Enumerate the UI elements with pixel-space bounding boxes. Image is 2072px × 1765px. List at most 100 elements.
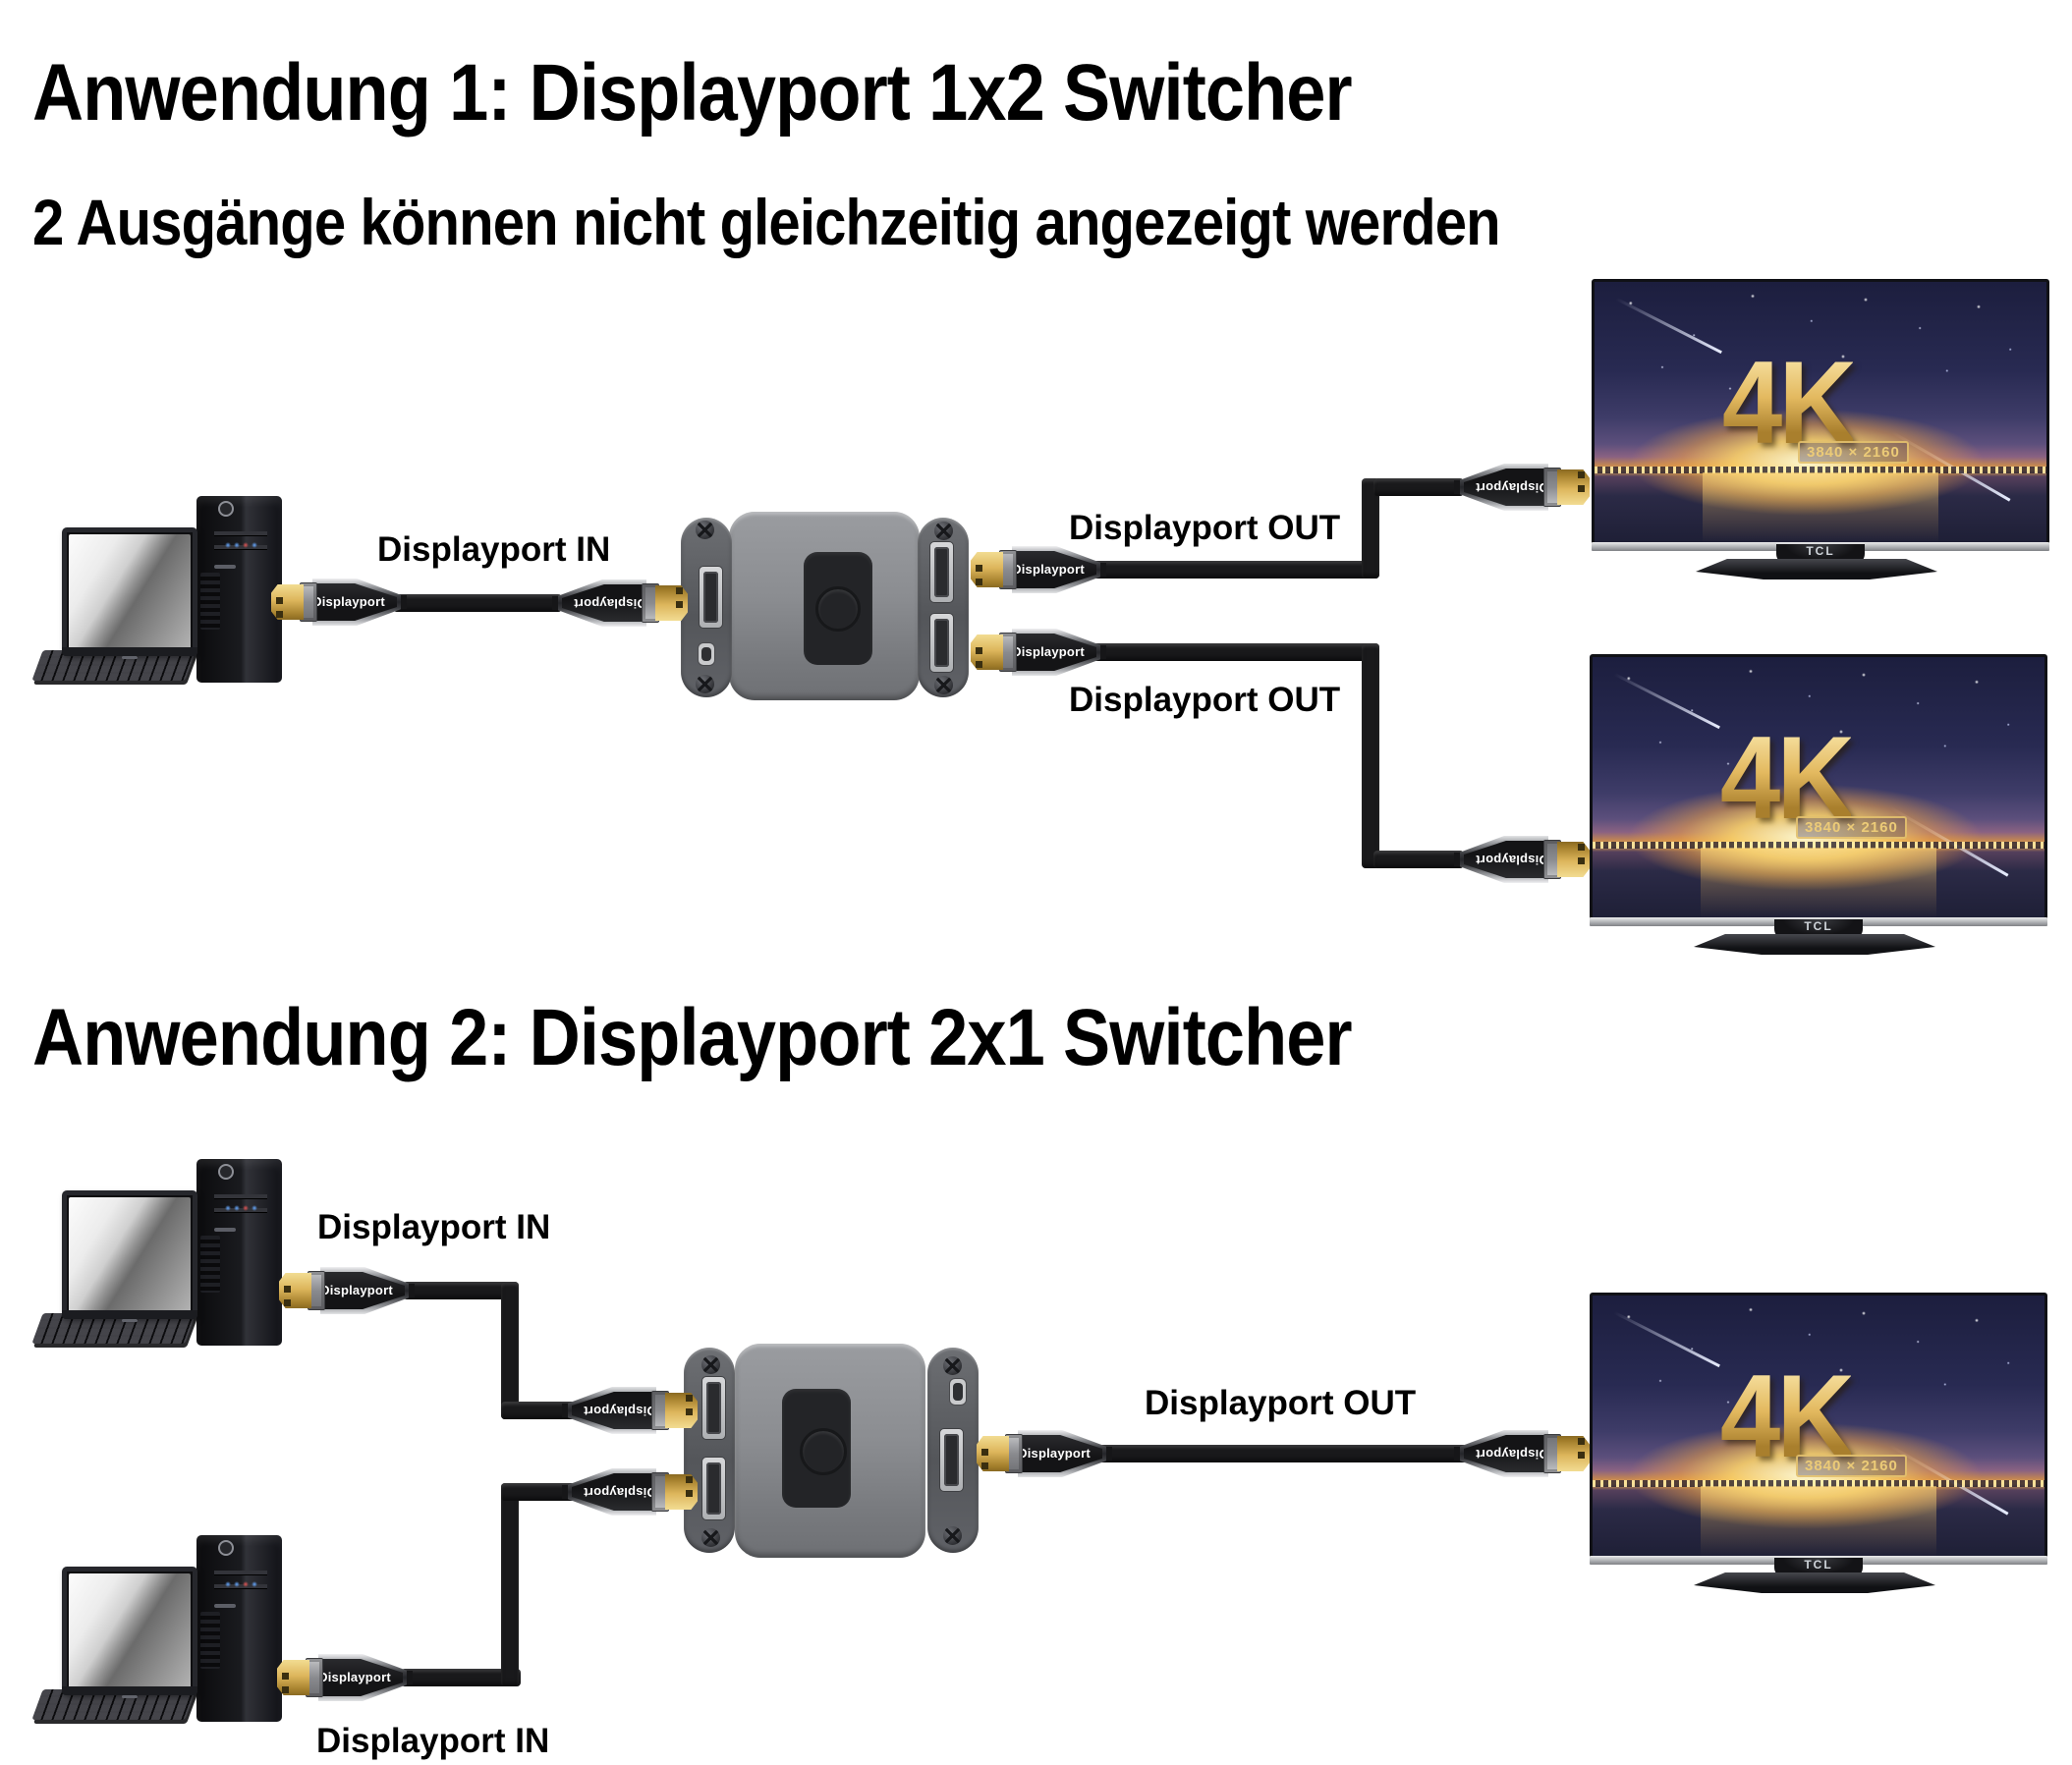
tower-led-lights <box>224 1204 259 1212</box>
displayport-connector: Displayport <box>552 579 688 627</box>
label-displayport-out-bottom: Displayport OUT <box>1069 681 1341 719</box>
cable-segment <box>1373 851 1464 868</box>
tower-drive-bay <box>214 1194 267 1199</box>
displayport-connector: Displayport <box>279 1267 415 1314</box>
cable-segment <box>393 594 562 612</box>
tower-logo <box>214 565 236 569</box>
label-displayport-out-top: Displayport OUT <box>1069 509 1341 547</box>
displayport-connector-label: Displayport <box>312 594 385 609</box>
gold-plug <box>971 552 1003 587</box>
displayport-connector-label: Displayport <box>318 1670 391 1684</box>
screw <box>701 1528 720 1547</box>
pc-tower <box>196 1159 282 1346</box>
tower-led-lights <box>224 541 259 549</box>
section-1-subtitle: 2 Ausgänge können nicht gleichzeitig ang… <box>32 186 1501 258</box>
displayport-connector-label: Displayport <box>1012 644 1085 659</box>
gold-plug <box>271 584 304 620</box>
screw <box>701 1355 720 1374</box>
tower-power-button <box>218 501 234 517</box>
tv-resolution-badge: 3840 × 2160 <box>1796 816 1907 840</box>
label-displayport-in-top: Displayport IN <box>317 1208 551 1246</box>
water-reflection <box>1701 1486 1936 1557</box>
displayport-connector-label: Displayport <box>1012 562 1085 577</box>
city-lights <box>1593 1479 2044 1487</box>
monitor-bezel <box>62 1310 197 1322</box>
gold-plug <box>971 634 1003 670</box>
cable-segment <box>501 1282 519 1419</box>
displayport-connector: Displayport <box>277 1654 413 1701</box>
cable-segment <box>1362 478 1379 579</box>
tower-vent <box>200 573 220 630</box>
displayport-connector-label: Displayport <box>320 1283 393 1297</box>
pc-tower <box>196 496 282 683</box>
cable-segment <box>501 1483 576 1501</box>
tv-4k-badge: 4K <box>1720 711 1855 844</box>
water-reflection <box>1701 848 1936 918</box>
gold-plug <box>279 1273 311 1308</box>
tower-drive-bay <box>214 1571 267 1575</box>
tv-stand <box>1696 559 1937 579</box>
gold-plug <box>1557 469 1590 505</box>
displayport-connector: Displayport <box>971 629 1106 676</box>
monitor-screen <box>69 534 191 649</box>
displayport-connector: Displayport <box>1454 464 1590 511</box>
gold-plug <box>665 1474 698 1510</box>
displayport-output-port-1 <box>929 541 954 603</box>
tv-stand <box>1694 934 1935 955</box>
displayport-connector-label: Displayport <box>1476 480 1548 495</box>
displayport-output-port <box>939 1428 964 1492</box>
displayport-connector: Displayport <box>1454 1430 1590 1477</box>
monitor-bezel <box>62 1686 197 1698</box>
displayport-connector: Displayport <box>562 1468 698 1516</box>
screw <box>943 1356 962 1375</box>
desktop-pc-1 <box>29 491 287 692</box>
tower-power-button <box>218 1540 234 1556</box>
tower-vent <box>200 1236 220 1293</box>
water-reflection <box>1703 472 1938 543</box>
tv-frame: 4K 3840 × 2160 <box>1592 279 2049 546</box>
tower-logo <box>214 1604 236 1608</box>
label-displayport-in-bottom: Displayport IN <box>316 1722 550 1760</box>
city-lights <box>1593 841 2044 849</box>
displayport-connector-label: Displayport <box>1018 1446 1091 1461</box>
gold-plug <box>655 585 688 621</box>
tv-resolution-badge: 3840 × 2160 <box>1798 441 1909 465</box>
gold-plug <box>977 1436 1009 1471</box>
monitor-bezel <box>62 647 197 659</box>
desktop-pc-2 <box>29 1154 287 1355</box>
displayport-output-port-2 <box>929 613 954 673</box>
cable-segment <box>1098 1445 1468 1462</box>
tv-screen: 4K 3840 × 2160 <box>1593 1296 2044 1557</box>
switcher-select-button <box>800 1428 847 1475</box>
tv-screen: 4K 3840 × 2160 <box>1593 657 2044 918</box>
tv-brand-logo: TCL <box>1806 544 1835 558</box>
cable-segment <box>1092 561 1379 579</box>
tv-frame: 4K 3840 × 2160 <box>1590 1293 2047 1560</box>
tv-brand-logo: TCL <box>1804 919 1833 933</box>
switcher-select-button <box>815 586 861 632</box>
displayport-input-port-1 <box>701 1376 726 1440</box>
tv-4k-3: 4K 3840 × 2160 TCL <box>1590 1293 2047 1593</box>
displayport-connector: Displayport <box>977 1430 1112 1477</box>
tv-brand-logo: TCL <box>1804 1558 1833 1572</box>
micro-usb-port <box>698 642 715 666</box>
displayport-input-port <box>699 566 723 629</box>
displayport-connector-label: Displayport <box>1476 1447 1548 1462</box>
cable-segment <box>1092 643 1379 661</box>
monitor-screen <box>69 1197 191 1312</box>
displayport-connector: Displayport <box>562 1387 698 1434</box>
gold-plug <box>1557 842 1590 877</box>
tv-resolution-badge: 3840 × 2160 <box>1796 1455 1907 1478</box>
tower-vent <box>200 1612 220 1669</box>
monitor-logo <box>122 1695 138 1698</box>
city-lights <box>1595 466 2046 473</box>
pc-tower <box>196 1535 282 1722</box>
section-2-title: Anwendung 2: Displayport 2x1 Switcher <box>32 993 1353 1082</box>
cable-segment <box>1362 643 1379 868</box>
tv-4k-1: 4K 3840 × 2160 TCL <box>1592 279 2049 579</box>
pc-monitor <box>62 527 197 659</box>
displayport-connector-label: Displayport <box>574 596 646 611</box>
cable-segment <box>403 1282 519 1299</box>
tv-frame: 4K 3840 × 2160 <box>1590 654 2047 921</box>
displayport-connector-label: Displayport <box>584 1404 656 1418</box>
